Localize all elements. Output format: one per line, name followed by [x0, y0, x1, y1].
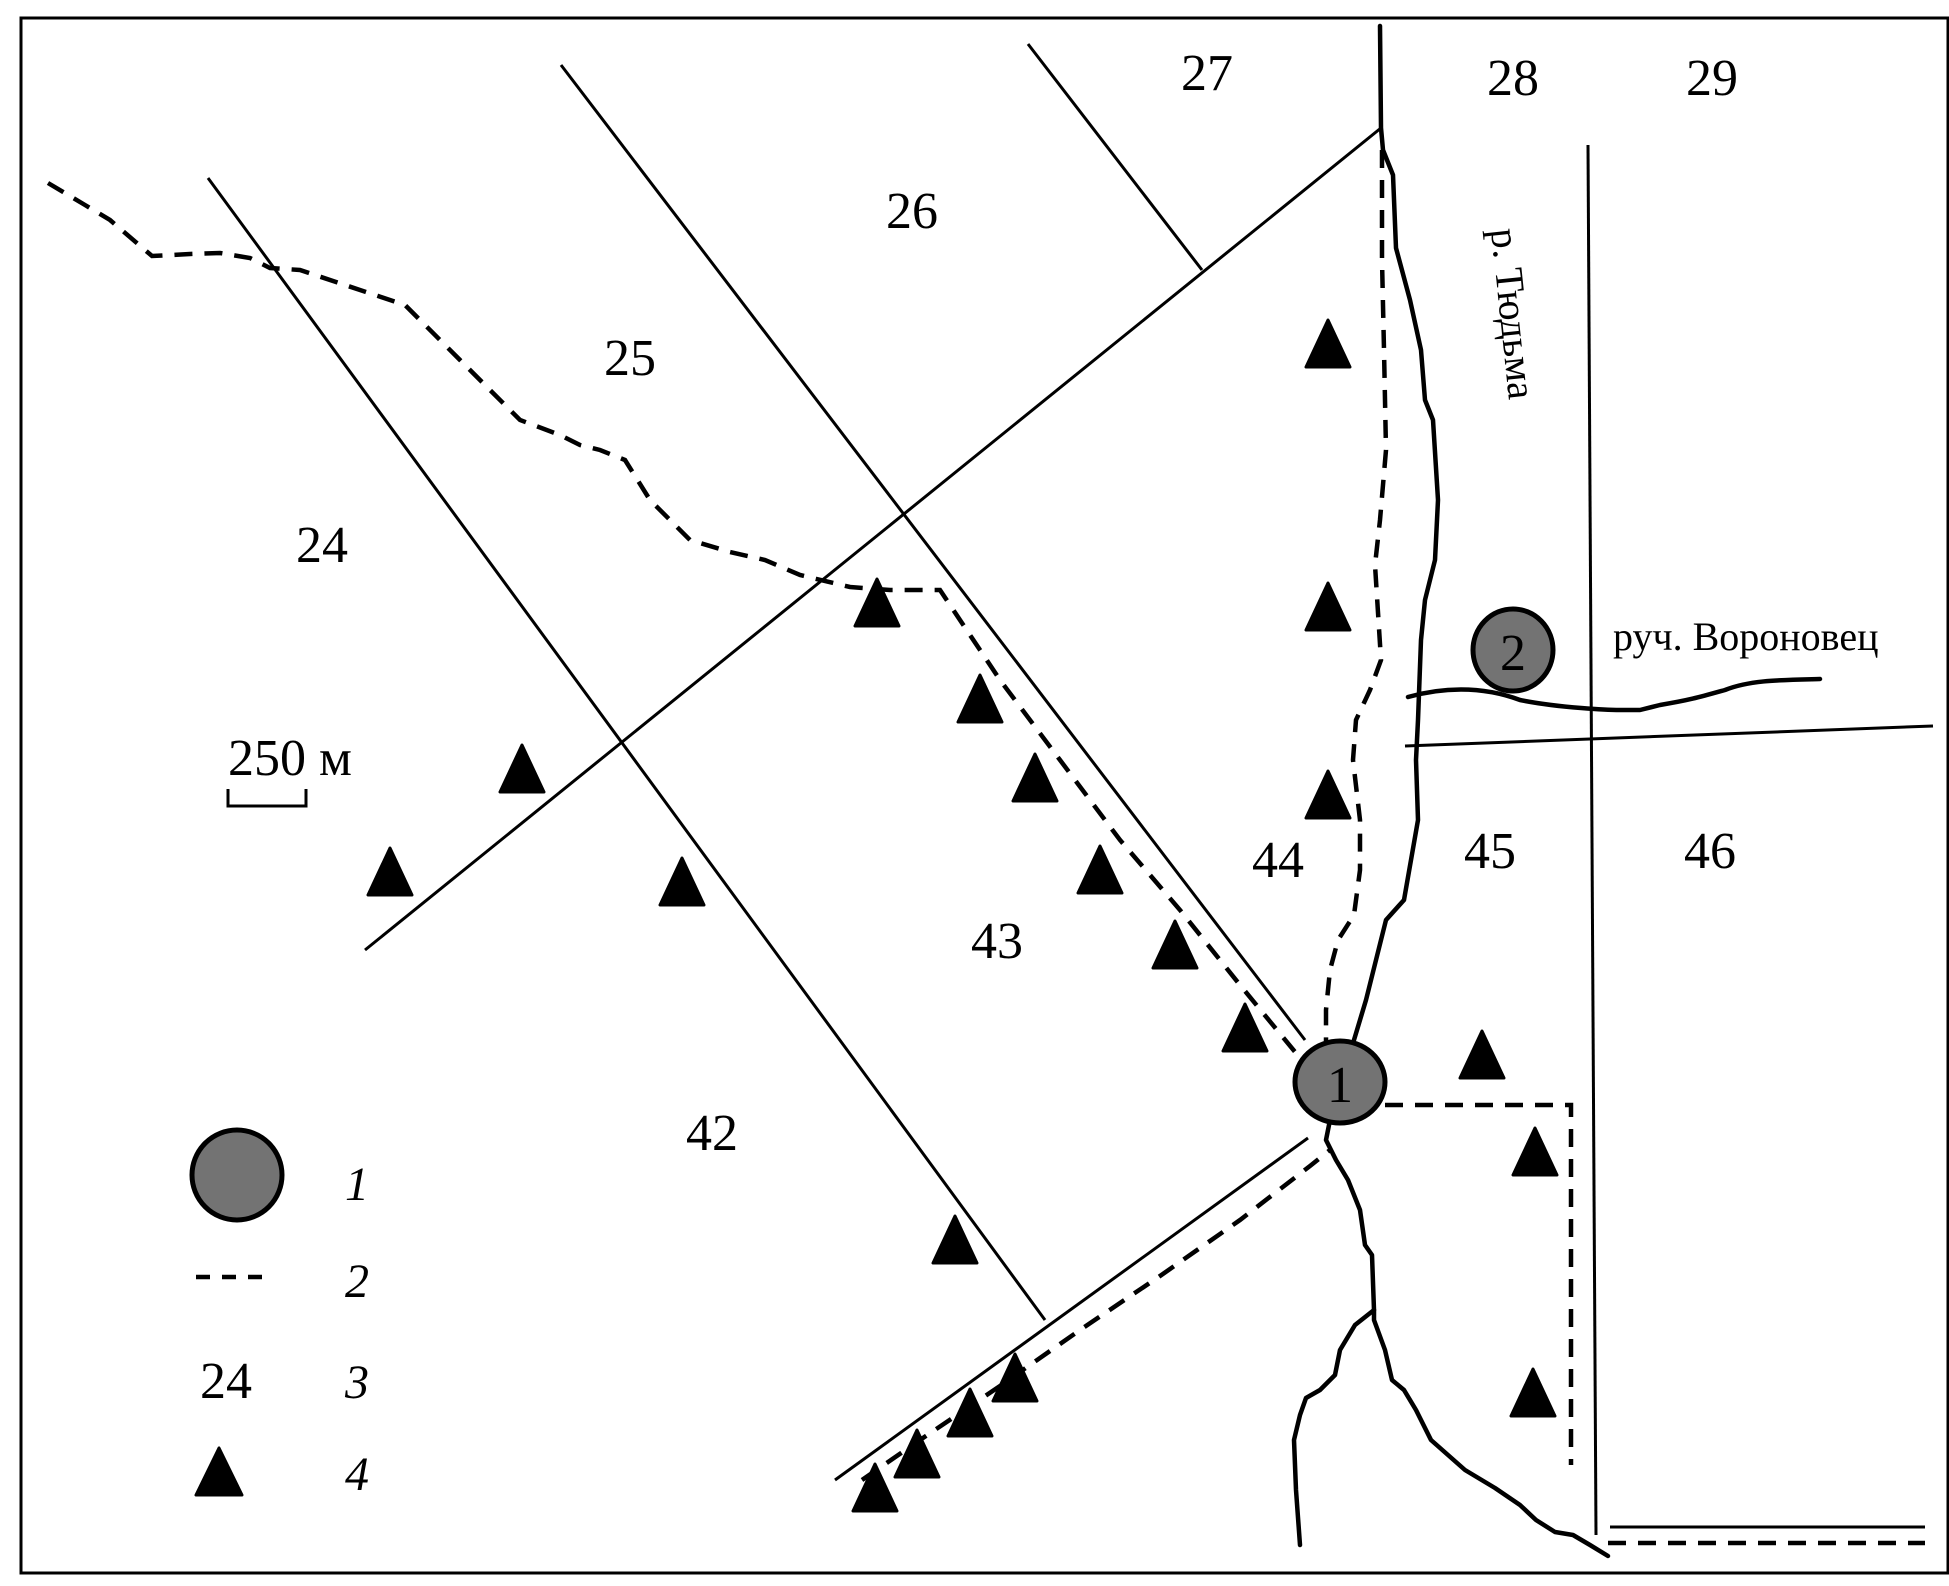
plot-number: 46 — [1684, 823, 1736, 880]
boundary-line — [1586, 144, 1598, 1536]
plot-number: 25 — [604, 330, 656, 387]
map-frame — [19, 16, 1949, 1575]
dashed-route-north — [1323, 150, 1389, 1055]
site-2: 2 — [1470, 606, 1556, 694]
sample-point-triangle — [1509, 1367, 1557, 1418]
dashed-routes — [46, 150, 1925, 1546]
dashed-route-east — [1385, 1102, 1574, 1465]
stream-voronovets — [1405, 676, 1823, 713]
plot-number: 45 — [1464, 823, 1516, 880]
sample-point-triangle — [1221, 1002, 1269, 1053]
legend-index: 2 — [345, 1255, 369, 1308]
plot-numbers: 24 25 26 27 28 29 42 43 44 45 46 — [296, 45, 1738, 1162]
sampling-points — [366, 318, 1559, 1513]
plot-number: 28 — [1487, 50, 1539, 107]
plot-number: 24 — [296, 517, 348, 574]
sample-point-triangle — [1076, 844, 1124, 895]
plot-number: 42 — [686, 1105, 738, 1162]
legend-plot-number-sample: 24 — [200, 1353, 252, 1410]
legend-site-symbol — [189, 1127, 285, 1223]
sample-point-triangle — [366, 846, 414, 897]
sample-point-triangle — [498, 743, 546, 794]
sample-point-triangle — [893, 1428, 941, 1479]
sample-point-triangle — [658, 856, 706, 907]
sample-point-triangle — [853, 577, 901, 628]
site-2-circle — [1470, 606, 1556, 694]
site-1: 1 — [1292, 1038, 1388, 1126]
river-tyudma — [1323, 23, 1611, 1559]
boundary-line — [364, 126, 1382, 952]
sample-point-triangle — [956, 673, 1004, 724]
legend-triangle-symbol — [194, 1446, 244, 1497]
sample-point-triangle — [1011, 752, 1059, 803]
legend-index: 1 — [345, 1158, 369, 1211]
legend: 1 2 24 3 4 — [189, 1127, 369, 1501]
site-1-circle — [1292, 1038, 1388, 1126]
plot-number: 27 — [1181, 45, 1233, 102]
sample-point-triangle — [946, 1387, 994, 1438]
site-1-label: 1 — [1327, 1057, 1353, 1114]
sample-point-triangle — [1304, 581, 1352, 632]
dashed-route-southwest — [860, 1148, 1332, 1482]
sample-point-triangle — [1151, 919, 1199, 970]
plot-number: 26 — [886, 183, 938, 240]
sample-point-triangle — [1304, 318, 1352, 369]
boundary-line — [206, 177, 1047, 1321]
boundary-line — [834, 1136, 1309, 1482]
legend-index: 4 — [345, 1448, 369, 1501]
dashed-route-northwest — [46, 181, 1322, 1090]
legend-index: 3 — [344, 1356, 369, 1409]
river-branch — [1291, 1307, 1377, 1548]
scale-bracket — [226, 789, 308, 808]
sample-point-triangle — [851, 1462, 899, 1513]
plot-number: 43 — [971, 913, 1023, 970]
scale-label: 250 м — [228, 730, 352, 787]
site-2-label: 2 — [1500, 625, 1526, 682]
stream-label: руч. Вороновец — [1613, 614, 1879, 659]
boundary-line — [559, 64, 1307, 1041]
boundary-line — [1404, 724, 1934, 748]
sample-point-triangle — [1304, 769, 1352, 820]
sample-point-triangle — [1458, 1029, 1506, 1080]
plot-number: 44 — [1252, 832, 1304, 889]
sample-point-triangle — [931, 1214, 979, 1265]
boundary-line — [1026, 43, 1204, 271]
plot-number: 29 — [1686, 50, 1738, 107]
sample-point-triangle — [991, 1352, 1039, 1403]
scale-bar: 250 м — [226, 730, 352, 808]
quarter-boundaries — [206, 43, 1934, 1536]
rivers — [1291, 23, 1823, 1559]
sample-point-triangle — [1511, 1126, 1559, 1177]
river-label: р. Тюдьма — [1482, 226, 1545, 402]
